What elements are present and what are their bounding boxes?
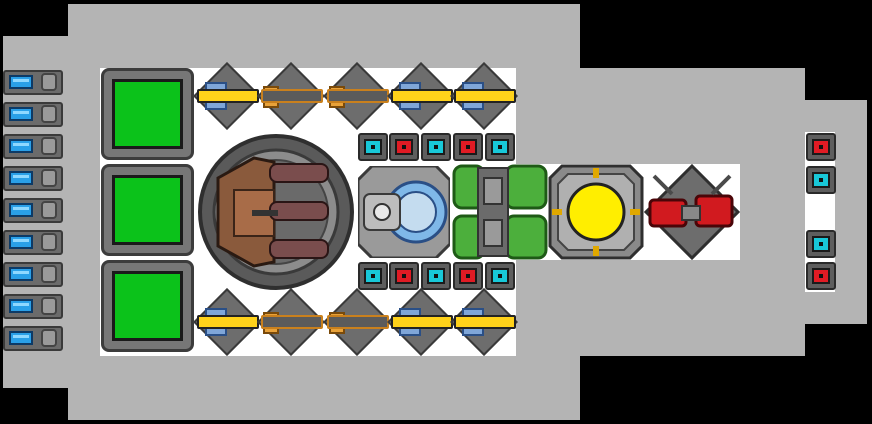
shield-cell[interactable] xyxy=(485,133,515,161)
yellow-gun[interactable] xyxy=(387,62,455,130)
shield-cell[interactable] xyxy=(485,262,515,290)
power-cell[interactable] xyxy=(806,133,836,161)
yellow-gun[interactable] xyxy=(193,62,261,130)
thruster[interactable] xyxy=(3,68,67,97)
power-cell[interactable] xyxy=(389,133,419,161)
yellow-gun[interactable] xyxy=(193,288,261,356)
storage-container[interactable] xyxy=(101,68,194,160)
thruster[interactable] xyxy=(3,324,67,353)
power-cell[interactable] xyxy=(453,133,483,161)
yellow-gun[interactable] xyxy=(387,288,455,356)
thruster[interactable] xyxy=(3,196,67,225)
orange-gun[interactable] xyxy=(257,62,325,130)
fuel-tanks[interactable] xyxy=(452,164,548,260)
thruster[interactable] xyxy=(3,164,67,193)
thruster[interactable] xyxy=(3,132,67,161)
missile-launcher[interactable] xyxy=(644,164,740,260)
power-cell[interactable] xyxy=(453,262,483,290)
shield-cell[interactable] xyxy=(421,262,451,290)
reactor-core[interactable] xyxy=(548,164,644,260)
power-cell[interactable] xyxy=(806,262,836,290)
power-cell[interactable] xyxy=(389,262,419,290)
orange-gun[interactable] xyxy=(323,288,391,356)
thruster[interactable] xyxy=(3,228,67,257)
shield-generator[interactable] xyxy=(358,166,450,258)
thruster[interactable] xyxy=(3,100,67,129)
orange-gun[interactable] xyxy=(257,288,325,356)
yellow-gun[interactable] xyxy=(450,288,518,356)
thruster[interactable] xyxy=(3,260,67,289)
orange-gun[interactable] xyxy=(323,62,391,130)
shield-cell[interactable] xyxy=(806,166,836,194)
shield-cell[interactable] xyxy=(421,133,451,161)
storage-container[interactable] xyxy=(101,260,194,352)
thruster[interactable] xyxy=(3,292,67,321)
storage-container[interactable] xyxy=(101,164,194,256)
yellow-gun[interactable] xyxy=(450,62,518,130)
shield-cell[interactable] xyxy=(358,133,388,161)
shield-cell[interactable] xyxy=(806,230,836,258)
heavy-turret[interactable] xyxy=(196,132,356,292)
shield-cell[interactable] xyxy=(358,262,388,290)
